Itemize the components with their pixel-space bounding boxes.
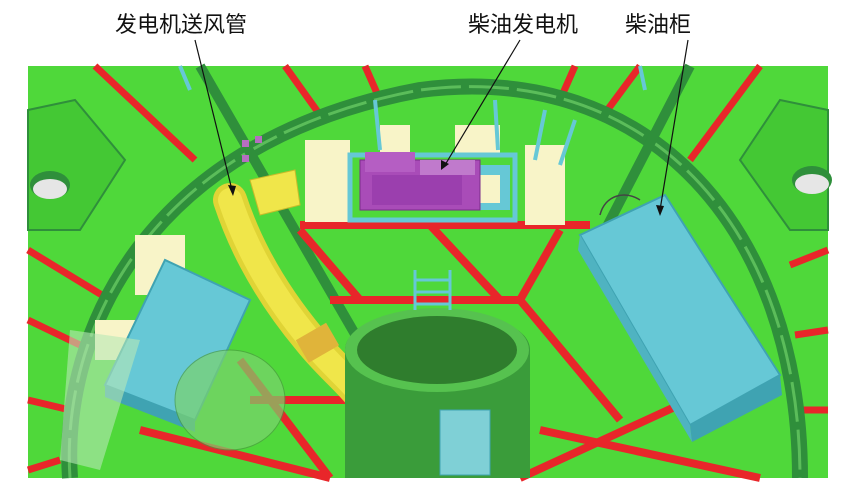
- left-side-structure: [27, 98, 127, 231]
- central-cylinder: [345, 308, 530, 478]
- left-equipment-box: [60, 258, 252, 470]
- label-band: [0, 0, 856, 62]
- transparent-tank-left: [174, 349, 286, 451]
- leader-generator: [444, 39, 521, 166]
- diagonal-walls: [195, 63, 695, 363]
- diesel-generator-body: [359, 152, 481, 211]
- right-side-structure: [738, 98, 832, 231]
- leader-tank: [659, 39, 689, 211]
- leader-tank-arrowhead: [656, 205, 664, 216]
- label-duct: 发电机送风管: [115, 13, 247, 38]
- diesel-tank-body: [578, 193, 782, 442]
- label-generator: 柴油发电机: [468, 13, 578, 38]
- ladder: [413, 270, 452, 310]
- leader-duct-arrowhead: [228, 185, 236, 196]
- leader-generator-arrowhead: [441, 160, 449, 170]
- pipework: [178, 65, 647, 166]
- label-tank: 柴油柜: [625, 13, 691, 38]
- wall-fixtures: [242, 136, 262, 162]
- leader-duct: [194, 39, 233, 191]
